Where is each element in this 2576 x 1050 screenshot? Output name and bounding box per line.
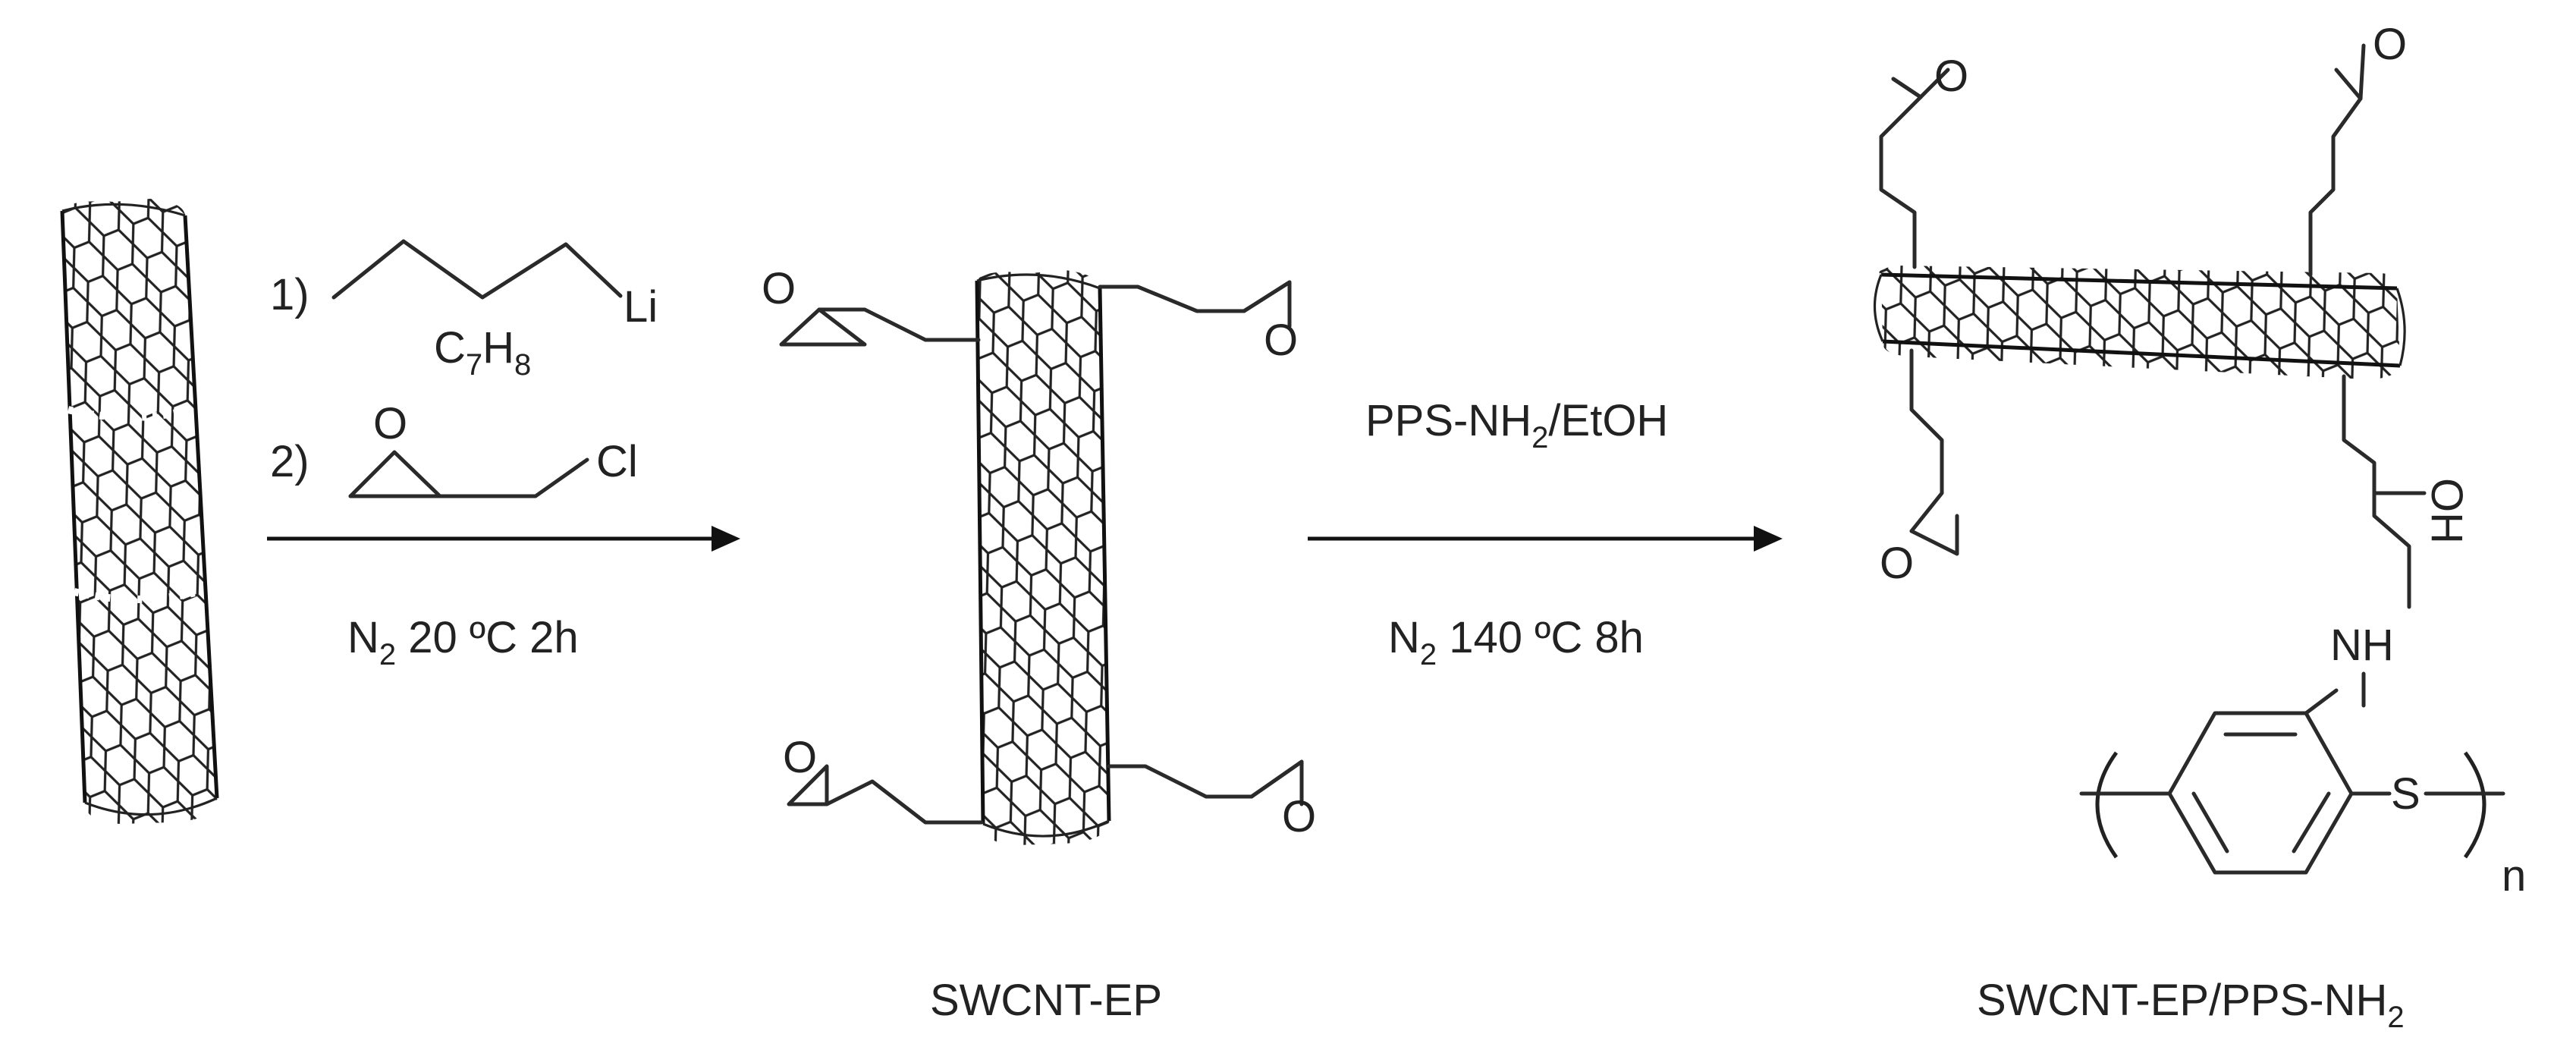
swcnt-ep-tube (975, 270, 1111, 845)
step1-reagents: 1) Li C7H8 2) O Cl (270, 239, 658, 498)
svg-text:O: O (2373, 20, 2407, 69)
label-swcnt-ep: SWCNT-EP (930, 976, 1162, 1025)
svg-text:O: O (783, 733, 817, 782)
repeat-index: n (2502, 851, 2526, 901)
svg-text:O: O (762, 264, 796, 313)
hydroxyl-label: OH (2422, 478, 2471, 544)
step2-arrow (1308, 526, 1783, 552)
swcnt-product-tube (1873, 266, 2406, 379)
epoxy-arms-intermediate: O O O O (762, 264, 1316, 841)
chlorine-label: Cl (596, 437, 638, 486)
epoxide-oxygen: O (373, 399, 407, 448)
solvent-formula: C7H8 (434, 323, 531, 382)
epichlorohydrin: O Cl (348, 399, 638, 498)
reagent1-number: 1) (270, 270, 309, 319)
butyllithium-chain (331, 239, 623, 300)
step1-conditions: N2 20 ºC 2h (347, 613, 579, 671)
svg-text:O: O (1264, 316, 1298, 365)
swcnt-starting-tube (60, 199, 219, 824)
lithium-label: Li (624, 282, 658, 332)
svg-text:O: O (1880, 539, 1914, 588)
svg-text:O: O (1282, 792, 1316, 841)
reagent2-number: 2) (270, 437, 309, 486)
svg-text:O: O (1934, 52, 1968, 101)
label-product: SWCNT-EP/PPS-NH2 (1977, 976, 2405, 1034)
amine-label: NH (2330, 621, 2394, 670)
sulfur-label: S (2391, 769, 2420, 819)
product-arms: O O O OH NH (1879, 20, 2471, 708)
step2-conditions: N2 140 ºC 8h (1388, 613, 1644, 671)
pps-repeat-unit: S n (2079, 688, 2526, 901)
step2-reagent: PPS-NH2/EtOH (1365, 396, 1668, 454)
step1-arrow (267, 526, 740, 552)
